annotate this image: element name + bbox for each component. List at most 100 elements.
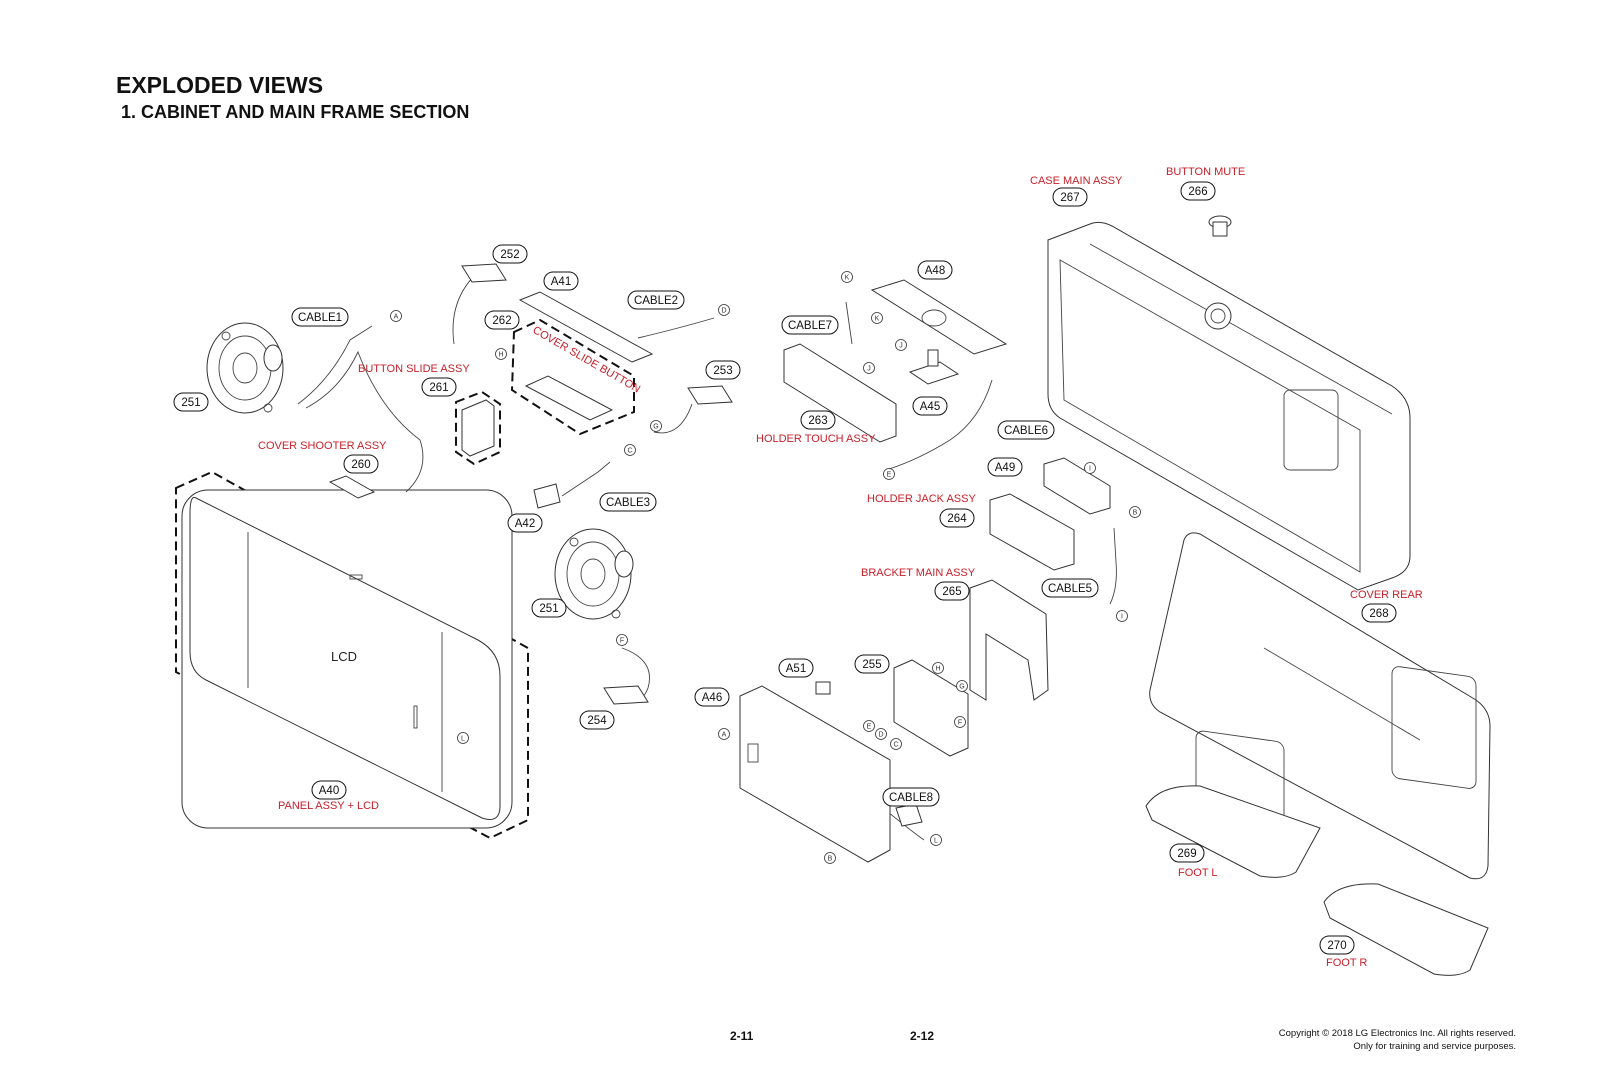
pin-marker-text: K <box>875 316 880 323</box>
pin-marker-text: C <box>627 448 632 455</box>
pin-marker-circle <box>863 362 875 374</box>
cable5-wire <box>1109 527 1117 605</box>
pin-marker-circle <box>616 634 628 646</box>
ref-callout-text: CABLE1 <box>298 312 342 324</box>
ref-callout-a41: A41 <box>543 271 579 291</box>
pin-marker-circle <box>932 662 944 674</box>
pin-marker-circle <box>871 312 883 324</box>
pin-marker-text: I <box>1121 614 1123 621</box>
ref-callout-text: 270 <box>1327 940 1346 952</box>
pin-marker-circle <box>718 304 730 316</box>
ref-callout-text: 262 <box>492 315 511 327</box>
page-number-right: 2-12 <box>910 1029 935 1043</box>
label-button-slide-assy: BUTTON SLIDE ASSY <box>358 363 470 375</box>
label-cover-shooter-assy: COVER SHOOTER ASSY <box>258 440 387 452</box>
copyright-line-2: Only for training and service purposes. <box>1353 1041 1516 1052</box>
pin-marker-circle <box>930 834 942 846</box>
label-cover-rear: COVER REAR <box>1350 589 1423 601</box>
panel-assy-lcd: LCD <box>175 470 529 840</box>
foot-r-270 <box>1323 883 1489 976</box>
ref-callout-text: CABLE5 <box>1048 583 1092 595</box>
pin-marker-text: E <box>867 724 872 731</box>
ref-callout-pill <box>1052 187 1088 207</box>
ref-callout-270: 270 <box>1319 935 1355 955</box>
label-bracket-main-assy: BRACKET MAIN ASSY <box>861 567 976 579</box>
cable-253-wire <box>653 403 693 434</box>
ref-callout-266: 266 <box>1180 181 1216 201</box>
ref-callout-pill <box>1180 181 1216 201</box>
flex-253 <box>687 385 733 405</box>
pin-marker-g: G <box>956 680 968 692</box>
pin-marker-k: K <box>841 271 853 283</box>
pin-marker-text: D <box>878 732 883 739</box>
pin-marker-circle <box>875 728 887 740</box>
ref-callout-cable6: CABLE6 <box>997 420 1055 440</box>
pin-marker-circle <box>890 738 902 750</box>
board-A48 <box>870 279 1008 355</box>
switch-A45 <box>927 349 939 367</box>
ref-callout-text: CABLE3 <box>606 497 650 509</box>
cable3-wire <box>561 461 611 497</box>
cable8-wire <box>887 811 925 841</box>
pin-marker-j: J <box>863 362 875 374</box>
page-number-left: 2-11 <box>730 1029 754 1043</box>
label-foot-l: FOOT L <box>1178 867 1218 879</box>
pin-marker-text: K <box>845 275 850 282</box>
ref-callout-text: 267 <box>1060 192 1079 204</box>
page-title: EXPLODED VIEWS <box>116 72 324 98</box>
copyright-line-1: Copyright © 2018 LG Electronics Inc. All… <box>1278 1028 1516 1039</box>
ref-callout-260: 260 <box>343 454 379 474</box>
holder-jack-264 <box>989 493 1075 571</box>
ref-callout-262: 262 <box>484 310 520 330</box>
pin-marker-j: J <box>895 339 907 351</box>
ref-callout-pill <box>934 581 970 601</box>
ref-callout-pill <box>599 492 657 512</box>
cable1-wire-b <box>305 350 424 493</box>
pin-marker-text: L <box>934 838 938 845</box>
ref-callout-pill <box>912 396 948 416</box>
flex-254 <box>603 685 649 705</box>
pin-marker-e: E <box>863 720 875 732</box>
ref-callout-cable7: CABLE7 <box>781 315 839 335</box>
ref-callout-text: 263 <box>808 415 827 427</box>
ref-callout-pill <box>173 392 209 412</box>
ref-callout-a45: A45 <box>912 396 948 416</box>
ref-callout-text: 269 <box>1177 848 1196 860</box>
pin-marker-d: D <box>718 304 730 316</box>
ref-callout-pill <box>531 598 567 618</box>
ref-callout-text: 255 <box>862 659 881 671</box>
ref-callout-pill <box>484 310 520 330</box>
pin-marker-circle <box>956 680 968 692</box>
pin-marker-circle <box>650 420 662 432</box>
ref-callout-pill <box>781 315 839 335</box>
board-A46 <box>739 685 891 863</box>
pin-marker-l: L <box>457 732 469 744</box>
ref-callout-text: 252 <box>500 249 519 261</box>
pin-marker-circle <box>495 348 507 360</box>
board-A49 <box>1043 457 1111 515</box>
ref-callout-text: A46 <box>702 692 722 704</box>
pin-marker-text: B <box>1133 510 1138 517</box>
pin-marker-l: L <box>930 834 942 846</box>
board-255 <box>893 659 969 757</box>
ref-callout-cable5: CABLE5 <box>1041 578 1099 598</box>
cable-252-wire <box>452 271 479 345</box>
ref-callout-251b: 251 <box>531 598 567 618</box>
cable7-wire <box>845 301 853 345</box>
pin-marker-text: G <box>959 684 964 691</box>
pin-marker-k: K <box>871 312 883 324</box>
ref-callout-pill <box>854 654 890 674</box>
pin-marker-circle <box>1129 506 1141 518</box>
pin-marker-a: A <box>718 728 730 740</box>
pin-marker-circle <box>1084 462 1096 474</box>
pin-marker-circle <box>457 732 469 744</box>
pin-marker-circle <box>390 310 402 322</box>
ref-callout-268: 268 <box>1361 603 1397 623</box>
ref-callout-pill <box>778 658 814 678</box>
pin-marker-circle <box>624 444 636 456</box>
board-A51 <box>815 681 831 695</box>
label-holder-jack-assy: HOLDER JACK ASSY <box>867 493 976 505</box>
ref-callout-text: 264 <box>947 513 967 525</box>
ref-callout-pill <box>1319 935 1355 955</box>
